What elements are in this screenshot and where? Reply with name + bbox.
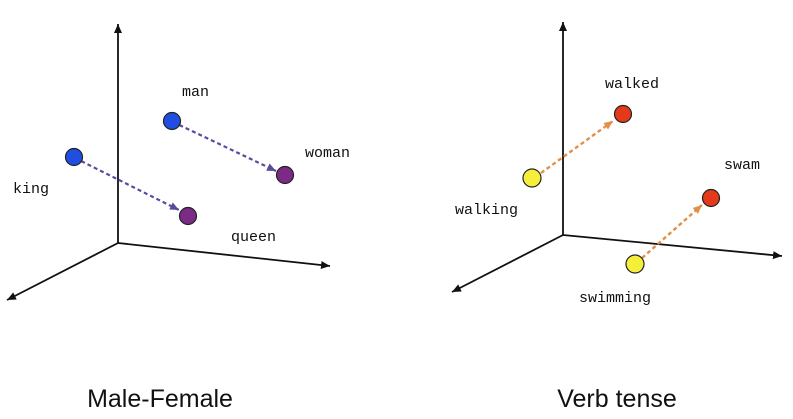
x-axis	[117, 242, 331, 270]
walked-label: walked	[605, 76, 659, 93]
man-to-woman-arrow	[172, 121, 277, 172]
walked-point	[613, 104, 633, 124]
king-point	[64, 147, 84, 167]
male-female-panel: man woman king queen Male-Female	[6, 24, 350, 413]
man-point	[162, 111, 182, 131]
x-axis	[562, 234, 783, 260]
man-label: man	[182, 84, 209, 101]
queen-label: queen	[231, 229, 276, 246]
verb-tense-caption: Verb tense	[557, 385, 677, 413]
king-label: king	[13, 181, 49, 198]
z-axis	[451, 234, 564, 293]
woman-label: woman	[305, 145, 350, 162]
swam-label: swam	[724, 157, 760, 174]
male-female-caption: Male-Female	[87, 385, 233, 413]
swimming-to-swam-arrow	[641, 204, 703, 259]
queen-point	[178, 206, 198, 226]
swam-point	[701, 188, 721, 208]
king-to-queen-arrow	[74, 157, 180, 211]
woman-point	[275, 165, 295, 185]
walking-point	[522, 168, 542, 188]
verb-tense-axes	[451, 22, 783, 293]
walking-label: walking	[455, 202, 518, 219]
swimming-label: swimming	[579, 290, 651, 307]
swimming-point	[625, 254, 645, 274]
z-axis	[6, 242, 119, 301]
male-female-axes	[6, 24, 331, 301]
verb-tense-panel: walked walking swam swimming Verb tense	[451, 22, 783, 413]
walking-to-walked-arrow	[540, 120, 614, 174]
